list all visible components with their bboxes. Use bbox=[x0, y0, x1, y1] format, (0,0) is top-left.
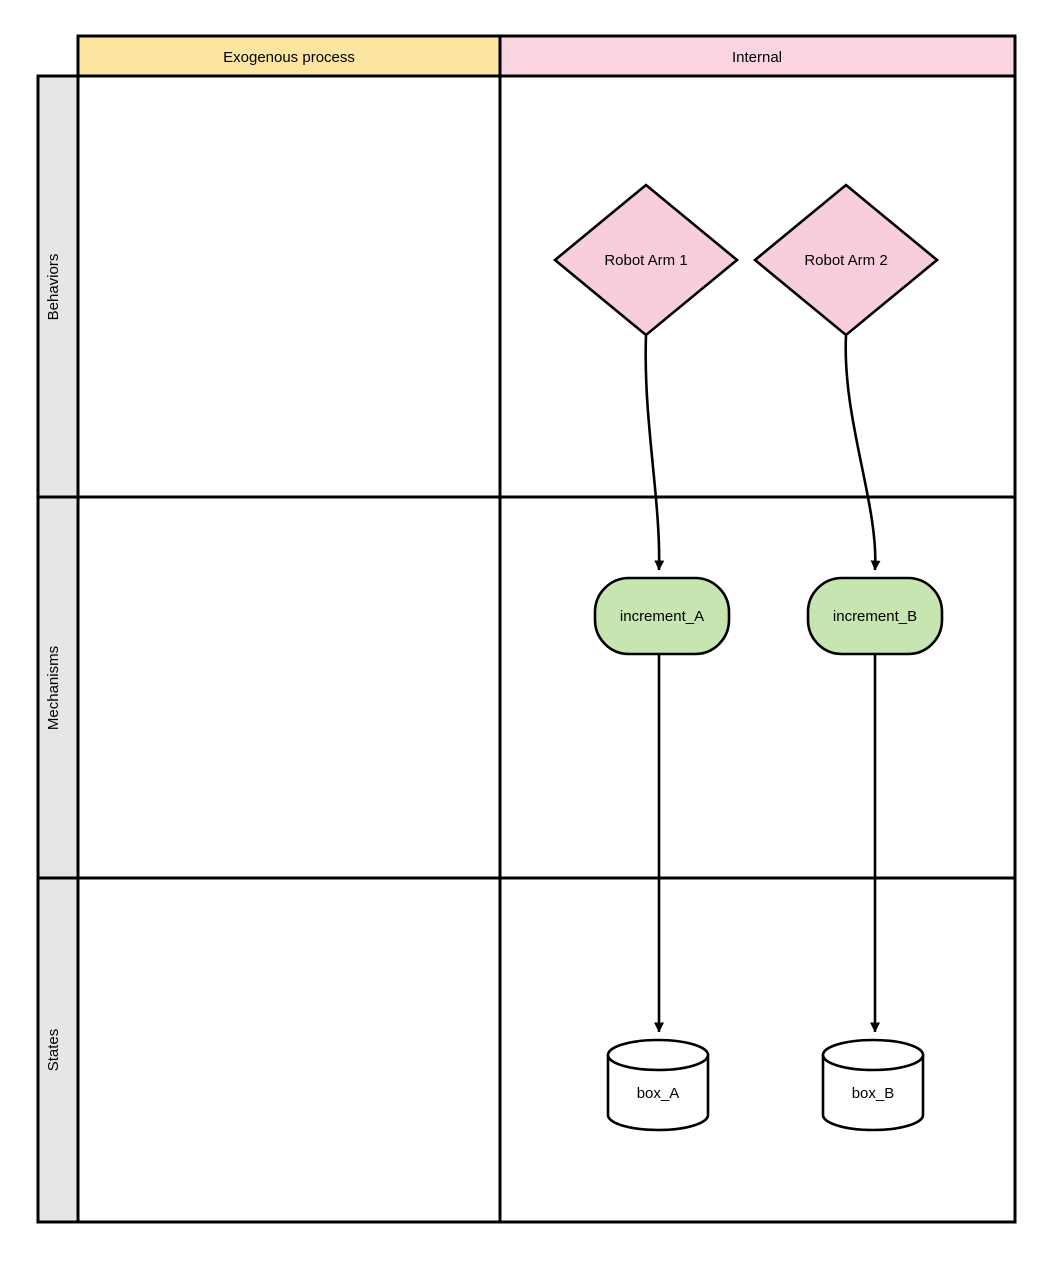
row-header-behaviors-fill bbox=[36, 74, 80, 499]
cell-states-internal bbox=[498, 876, 1017, 1224]
node-increment-a[interactable]: increment_A bbox=[593, 576, 731, 656]
box-a-cylinder-top bbox=[606, 1038, 710, 1072]
box-b-cylinder-top bbox=[821, 1038, 925, 1072]
column-header-internal[interactable]: Internal bbox=[498, 34, 1017, 78]
increment-b-label: increment_B bbox=[833, 608, 917, 625]
edge-layer bbox=[644, 334, 881, 1033]
row-header-mechanisms-label: Mechanisms bbox=[45, 646, 62, 730]
node-robot-arm-2[interactable]: Robot Arm 2 bbox=[752, 183, 940, 337]
robot-arm-1-label: Robot Arm 1 bbox=[604, 252, 687, 269]
cell-behaviors-internal bbox=[498, 74, 1017, 499]
node-increment-b[interactable]: increment_B bbox=[806, 576, 944, 656]
node-box-b[interactable]: box_B bbox=[821, 1038, 925, 1132]
swimlane-grid: Exogenous process Internal Behaviors Mec… bbox=[36, 34, 1017, 1224]
column-header-exogenous[interactable]: Exogenous process bbox=[76, 34, 502, 78]
increment-b-rounded-rect-shape bbox=[806, 576, 944, 656]
row-header-behaviors[interactable]: Behaviors bbox=[36, 74, 80, 499]
row-header-behaviors-label: Behaviors bbox=[45, 254, 62, 321]
cell-states-exogenous bbox=[76, 876, 502, 1224]
edge-robot-arm-2-to-increment-b[interactable] bbox=[844, 334, 881, 571]
row-header-states[interactable]: States bbox=[36, 876, 80, 1224]
node-box-a[interactable]: box_A bbox=[606, 1038, 710, 1132]
increment-a-rounded-rect-shape bbox=[593, 576, 731, 656]
cell-mechanisms-exogenous bbox=[76, 495, 502, 880]
box-a-label: box_A bbox=[637, 1085, 680, 1102]
row-header-mechanisms[interactable]: Mechanisms bbox=[36, 495, 80, 880]
box-a-cylinder-body bbox=[606, 1053, 710, 1132]
column-header-exogenous-label: Exogenous process bbox=[223, 49, 355, 66]
row-header-states-fill bbox=[36, 876, 80, 1224]
row-header-states-label: States bbox=[45, 1029, 62, 1072]
column-header-internal-label: Internal bbox=[732, 49, 782, 66]
cell-mechanisms-internal bbox=[498, 495, 1017, 880]
edge-robot-arm-1-to-increment-a[interactable] bbox=[644, 334, 665, 571]
box-b-cylinder-body bbox=[821, 1053, 925, 1132]
robot-arm-2-diamond-shape bbox=[752, 183, 940, 337]
node-robot-arm-1[interactable]: Robot Arm 1 bbox=[552, 183, 740, 337]
increment-a-label: increment_A bbox=[620, 608, 704, 625]
box-b-label: box_B bbox=[852, 1085, 895, 1102]
robot-arm-2-label: Robot Arm 2 bbox=[804, 252, 887, 269]
robot-arm-1-diamond-shape bbox=[552, 183, 740, 337]
cell-behaviors-exogenous bbox=[76, 74, 502, 499]
